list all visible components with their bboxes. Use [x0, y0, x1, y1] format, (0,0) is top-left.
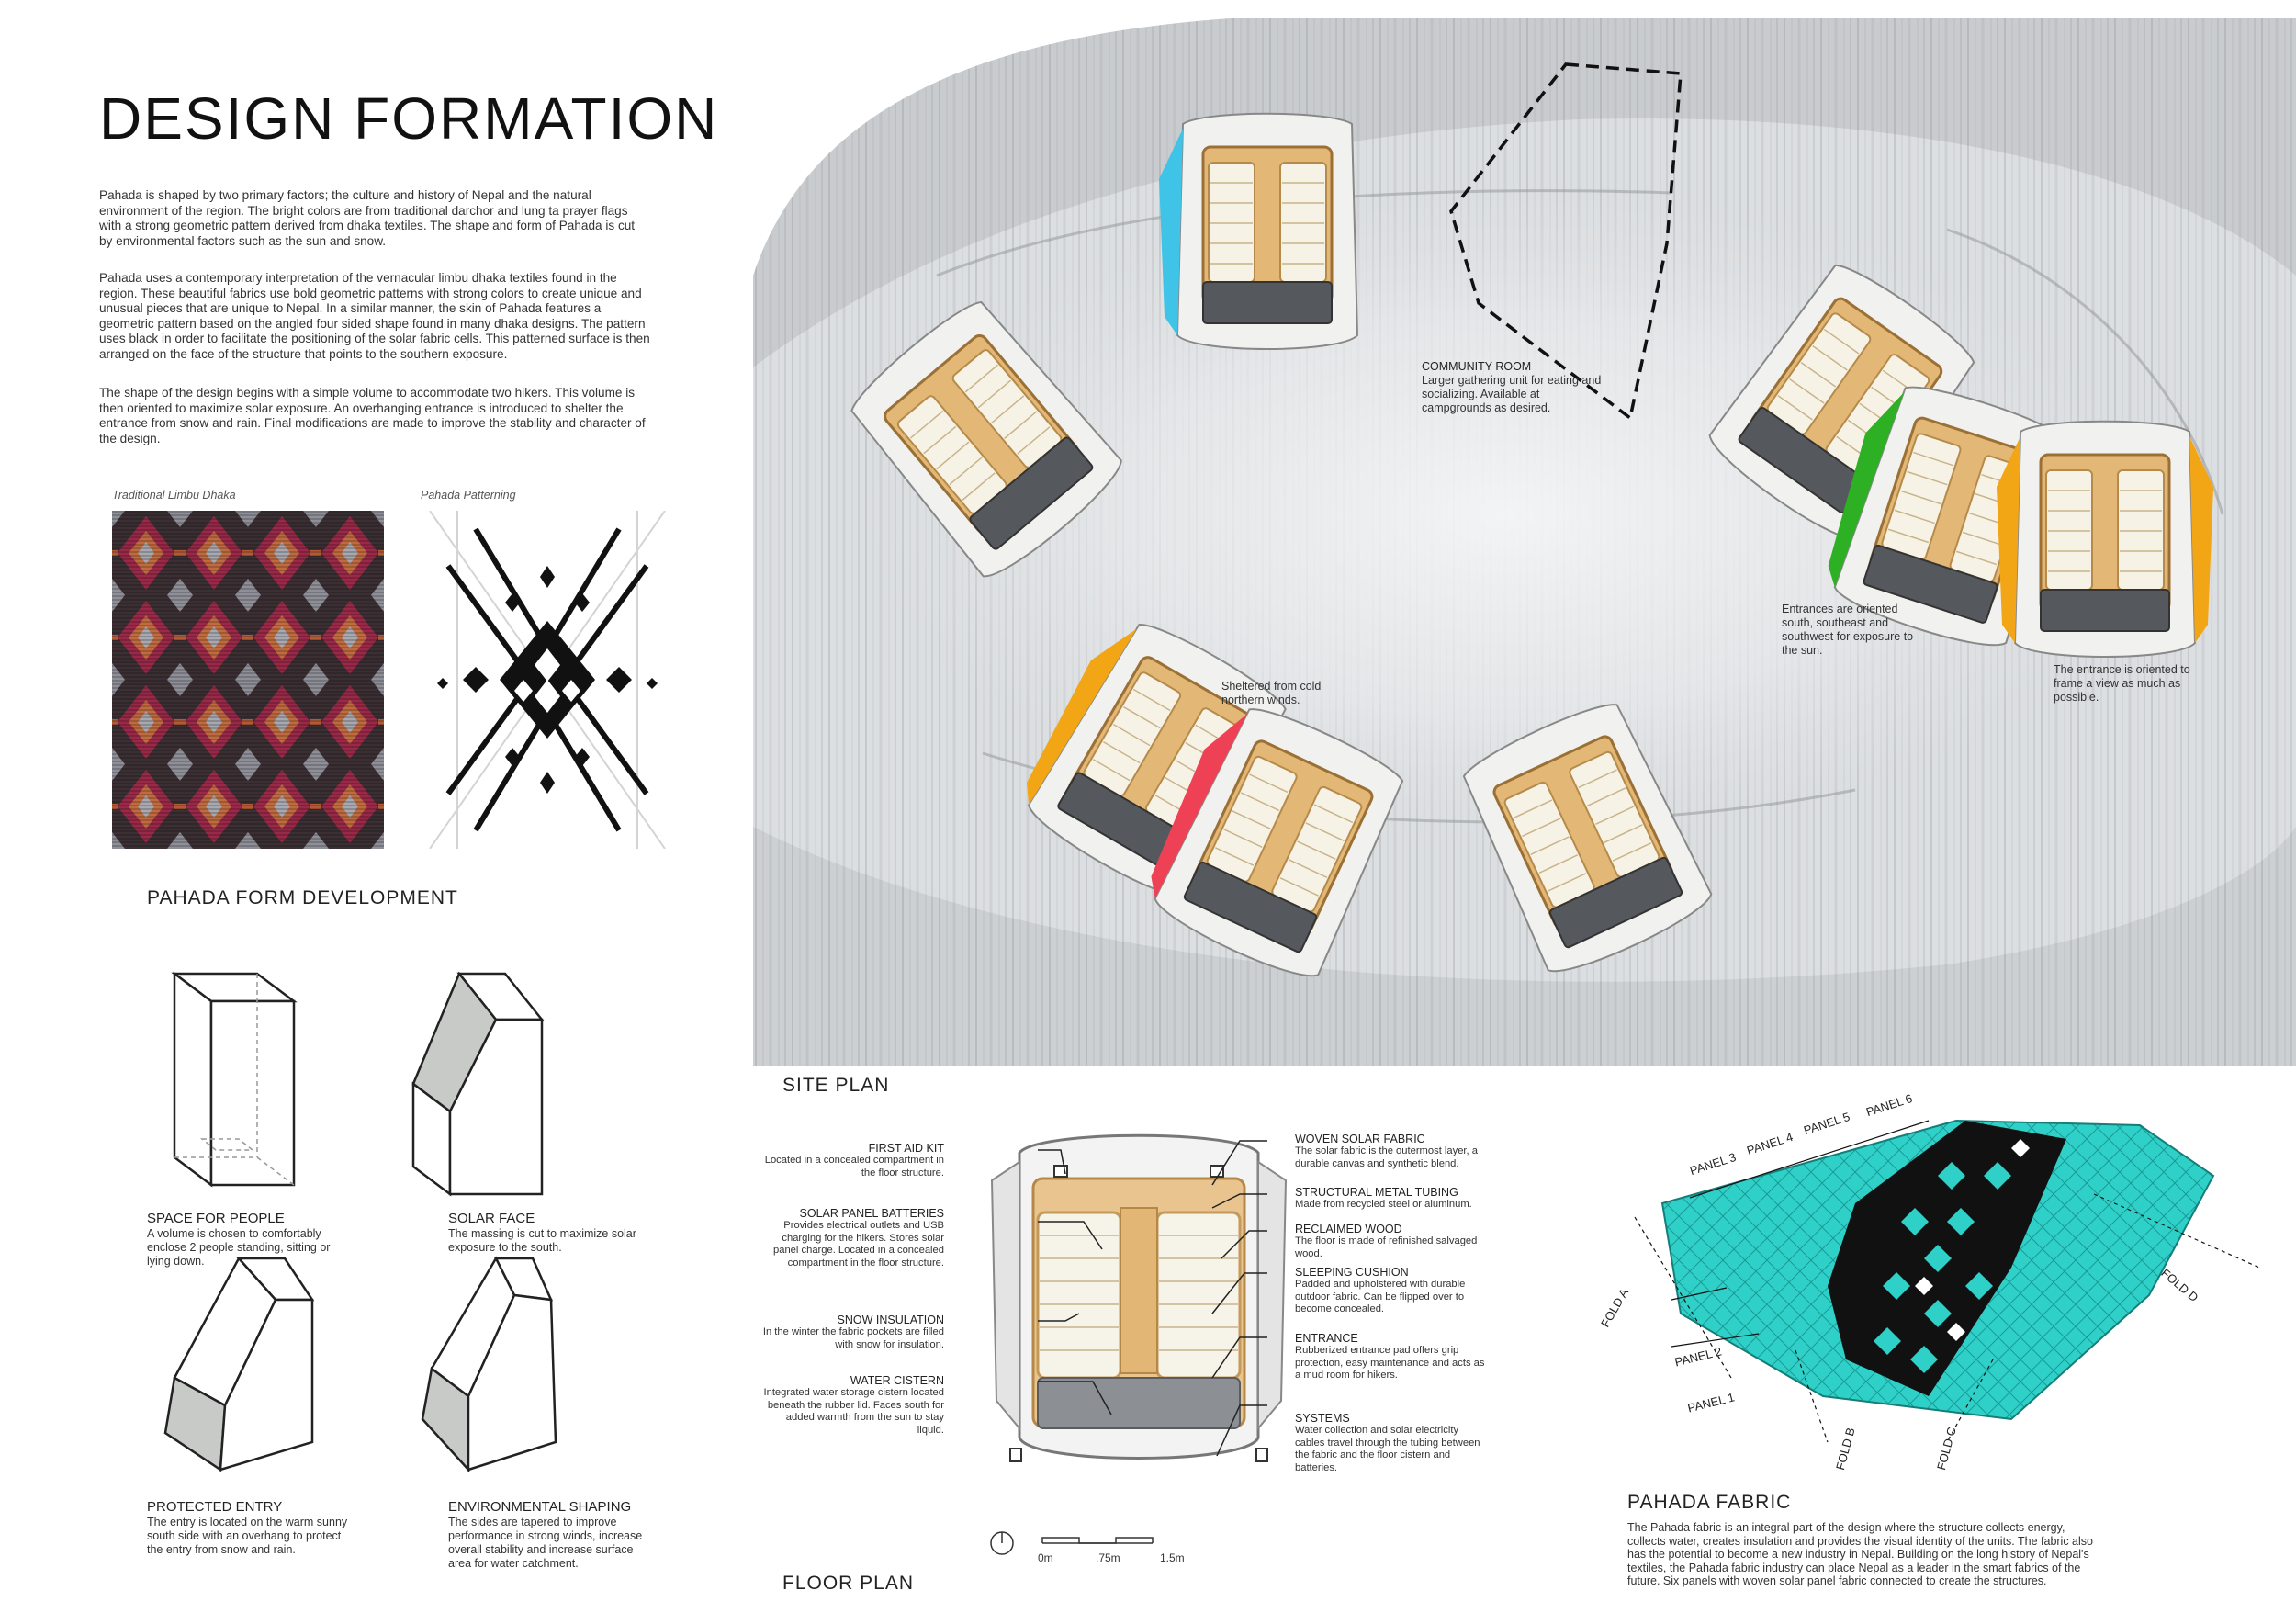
page-title: DESIGN FORMATION [99, 85, 719, 152]
step-3-desc: The entry is located on the warm sunny s… [147, 1516, 348, 1556]
pahada-fabric-desc: The Pahada fabric is an integral part of… [1627, 1521, 2093, 1587]
floor-plan-title: FLOOR PLAN [782, 1573, 915, 1594]
community-room-desc: Larger gathering unit for eating and soc… [1422, 374, 1602, 414]
shelter-unit [850, 300, 1122, 578]
pahada-patterning-image [421, 511, 674, 849]
step-1-desc: A volume is chosen to comfortably enclos… [147, 1227, 331, 1268]
fp-reclaimed-wood: RECLAIMED WOOD The floor is made of refi… [1295, 1223, 1488, 1260]
fp-solar-fabric-title: WOVEN SOLAR FABRIC [1295, 1133, 1425, 1145]
form-development-diagrams [163, 971, 557, 1473]
fp-reclaimed-wood-desc: The floor is made of refinished salvaged… [1295, 1235, 1478, 1259]
note-entrances: Entrances are oriented south, southeast … [1782, 603, 1914, 657]
traditional-dhaka-textile-image [112, 511, 384, 849]
fp-sleeping-cushion-title: SLEEPING CUSHION [1295, 1266, 1409, 1279]
shelter-unit [1997, 420, 2213, 658]
scale-0: 0m [1038, 1551, 1053, 1564]
fp-water-cistern-title: WATER CISTERN [850, 1374, 944, 1387]
fp-entrance-title: ENTRANCE [1295, 1332, 1358, 1345]
shelter-unit [1151, 708, 1404, 977]
fp-batteries-title: SOLAR PANEL BATTERIES [799, 1207, 944, 1220]
step-2-title: SOLAR FACE [448, 1211, 535, 1226]
form-protected-entry [163, 1256, 315, 1472]
site-plan-units [850, 112, 2213, 977]
fp-systems-title: SYSTEMS [1295, 1412, 1350, 1425]
pahada-fabric-title: PAHADA FABRIC [1627, 1492, 1792, 1513]
fp-entrance: ENTRANCE Rubberized entrance pad offers … [1295, 1332, 1488, 1382]
floor-plan-drawing [990, 1133, 1288, 1462]
step-1-title: SPACE FOR PEOPLE [147, 1211, 285, 1226]
fp-first-aid-desc: Located in a concealed compartment in th… [764, 1155, 944, 1179]
fp-batteries: SOLAR PANEL BATTERIES Provides electrica… [762, 1207, 944, 1269]
fp-solar-fabric: WOVEN SOLAR FABRIC The solar fabric is t… [1295, 1133, 1488, 1170]
fp-sleeping-cushion: SLEEPING CUSHION Padded and upholstered … [1295, 1266, 1488, 1316]
step-4-title: ENVIRONMENTAL SHAPING [448, 1499, 632, 1515]
pahada-patterning-caption: Pahada Patterning [421, 489, 516, 502]
fp-snow-insulation: SNOW INSULATION In the winter the fabric… [762, 1314, 944, 1351]
scale-15: 1.5m [1160, 1551, 1185, 1564]
pahada-fabric-diagram [1634, 1119, 2259, 1443]
fp-reclaimed-wood-title: RECLAIMED WOOD [1295, 1223, 1402, 1235]
form-development-title: PAHADA FORM DEVELOPMENT [147, 887, 458, 908]
fp-metal-tubing: STRUCTURAL METAL TUBING Made from recycl… [1295, 1186, 1488, 1212]
community-room-outline [1449, 62, 1683, 422]
step-2-desc: The massing is cut to maximize solar exp… [448, 1227, 636, 1254]
fp-systems: SYSTEMS Water collection and solar elect… [1295, 1412, 1488, 1474]
fp-metal-tubing-desc: Made from recycled steel or aluminum. [1295, 1199, 1472, 1210]
fp-metal-tubing-title: STRUCTURAL METAL TUBING [1295, 1186, 1458, 1199]
intro-paragraph-3: The shape of the design begins with a si… [99, 386, 646, 445]
scale-075: .75m [1096, 1551, 1120, 1564]
floor-plan-leaders [1038, 1140, 1267, 1457]
fp-snow-insulation-desc: In the winter the fabric pockets are fil… [762, 1326, 944, 1350]
fp-water-cistern-desc: Integrated water storage cistern located… [763, 1387, 944, 1436]
form-solar-face [411, 971, 545, 1197]
traditional-dhaka-caption: Traditional Limbu Dhaka [112, 489, 236, 502]
fp-sleeping-cushion-desc: Padded and upholstered with durable outd… [1295, 1279, 1466, 1314]
community-room-title: COMMUNITY ROOM [1422, 360, 1532, 373]
step-3-title: PROTECTED ENTRY [147, 1499, 283, 1515]
intro-paragraph-2: Pahada uses a contemporary interpretatio… [99, 271, 650, 361]
scale-bar: 0m .75m 1.5m [990, 1531, 1185, 1564]
fp-batteries-desc: Provides electrical outlets and USB char… [773, 1220, 944, 1269]
fp-entrance-desc: Rubberized entrance pad offers grip prot… [1295, 1345, 1485, 1381]
step-4-desc: The sides are tapered to improve perform… [448, 1516, 643, 1570]
fp-first-aid: FIRST AID KIT Located in a concealed com… [762, 1142, 944, 1179]
fp-systems-desc: Water collection and solar electricity c… [1295, 1425, 1480, 1473]
intro-paragraph-1: Pahada is shaped by two primary factors;… [99, 188, 636, 248]
shelter-unit [1159, 112, 1359, 350]
fp-solar-fabric-desc: The solar fabric is the outermost layer,… [1295, 1145, 1478, 1169]
fp-water-cistern: WATER CISTERN Integrated water storage c… [762, 1374, 944, 1437]
note-frame-view: The entrance is oriented to frame a view… [2054, 663, 2190, 704]
fp-first-aid-title: FIRST AID KIT [868, 1142, 944, 1155]
site-plan-title: SITE PLAN [782, 1075, 890, 1096]
shelter-unit [1462, 704, 1713, 973]
form-box-space [171, 971, 298, 1188]
fp-snow-insulation-title: SNOW INSULATION [837, 1314, 944, 1326]
community-room-label-group: COMMUNITY ROOM Larger gathering unit for… [1422, 360, 1605, 415]
note-sheltered: Sheltered from cold northern winds. [1221, 680, 1322, 706]
form-environmental-shaping [421, 1256, 557, 1473]
